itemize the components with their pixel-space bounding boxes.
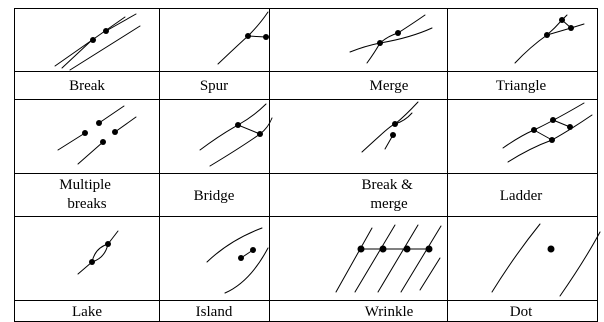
merge-illustration (349, 14, 433, 64)
cell-multiple-breaks: Multiple breaks (14, 99, 160, 217)
lake-illustration (77, 230, 119, 275)
break-merge-illustration (361, 101, 419, 153)
label-merge: Merge (370, 78, 409, 94)
cell-break-merge: Break & merge (269, 99, 448, 217)
spur-illustration (217, 11, 269, 65)
label-break-merge: Break & merge (362, 177, 417, 212)
cell-island: Island (159, 216, 270, 322)
label-break: Break (69, 78, 105, 94)
island-illustration (206, 227, 269, 294)
label-triangle: Triangle (496, 78, 547, 94)
cell-dot: Dot (447, 216, 601, 322)
label-lake: Lake (72, 304, 102, 320)
label-bridge: Bridge (194, 188, 235, 204)
label-ladder: Ladder (500, 188, 542, 204)
label-dot: Dot (510, 304, 533, 320)
label-spur: Spur (200, 78, 228, 94)
cell-ladder: Ladder (447, 99, 598, 217)
triangle-illustration (514, 14, 585, 64)
label-multiple-breaks: Multiple breaks (59, 177, 114, 212)
ladder-illustration (502, 102, 593, 163)
cell-merge: Merge (269, 8, 448, 100)
cell-spur: Spur (159, 8, 270, 100)
break-illustration (54, 13, 141, 71)
label-wrinkle: Wrinkle (365, 304, 414, 320)
label-island: Island (196, 304, 233, 320)
cell-break: Break (14, 8, 160, 100)
cell-lake: Lake (14, 216, 160, 322)
cell-bridge: Bridge (159, 99, 273, 217)
multiple-breaks-illustration (57, 105, 137, 165)
dot-illustration (491, 223, 601, 297)
cell-wrinkle: Wrinkle (269, 216, 448, 322)
bridge-illustration (199, 103, 273, 167)
cell-triangle: Triangle (447, 8, 598, 100)
wrinkle-illustration (335, 224, 442, 293)
